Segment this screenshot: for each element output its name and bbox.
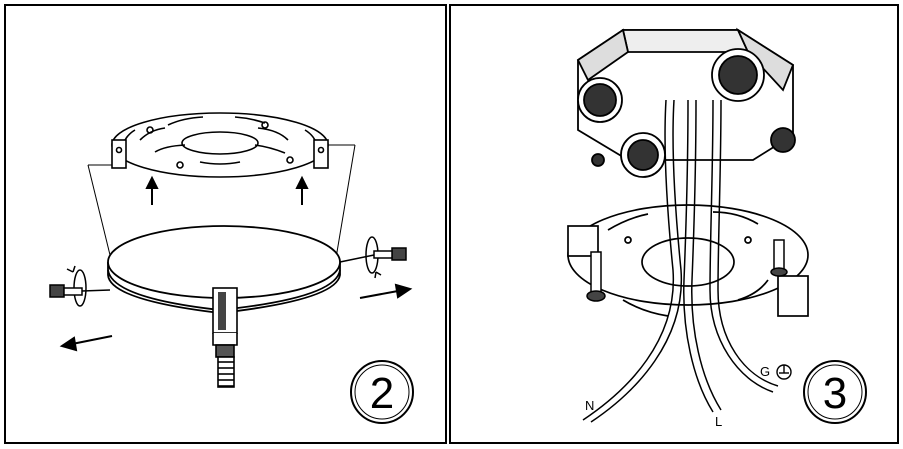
left-arrow-icon <box>59 335 113 352</box>
right-arrow-icon <box>359 283 413 299</box>
step-number: 2 <box>370 369 394 418</box>
step-number: 3 <box>823 369 847 418</box>
junction-box <box>576 27 796 178</box>
screw-icon <box>586 239 788 302</box>
screw-icon <box>49 265 111 307</box>
wire-label-neutral: N <box>585 398 594 413</box>
mounting-bracket <box>567 204 809 317</box>
step-number-badge: 2 <box>350 360 414 424</box>
up-arrow-icon <box>145 175 309 205</box>
wire-label-live: L <box>715 414 722 429</box>
step-number-badge: 3 <box>803 360 867 424</box>
ground-symbol-icon <box>776 364 792 380</box>
wire-label-ground: G <box>760 364 770 379</box>
wires <box>582 99 779 423</box>
screw-icon <box>339 236 407 279</box>
step-2-panel: 2 <box>4 4 447 444</box>
step-3-panel: N L G 3 <box>449 4 899 444</box>
guide-lines <box>87 144 356 259</box>
mounting-bracket <box>111 112 329 178</box>
threaded-nipple <box>212 287 238 388</box>
